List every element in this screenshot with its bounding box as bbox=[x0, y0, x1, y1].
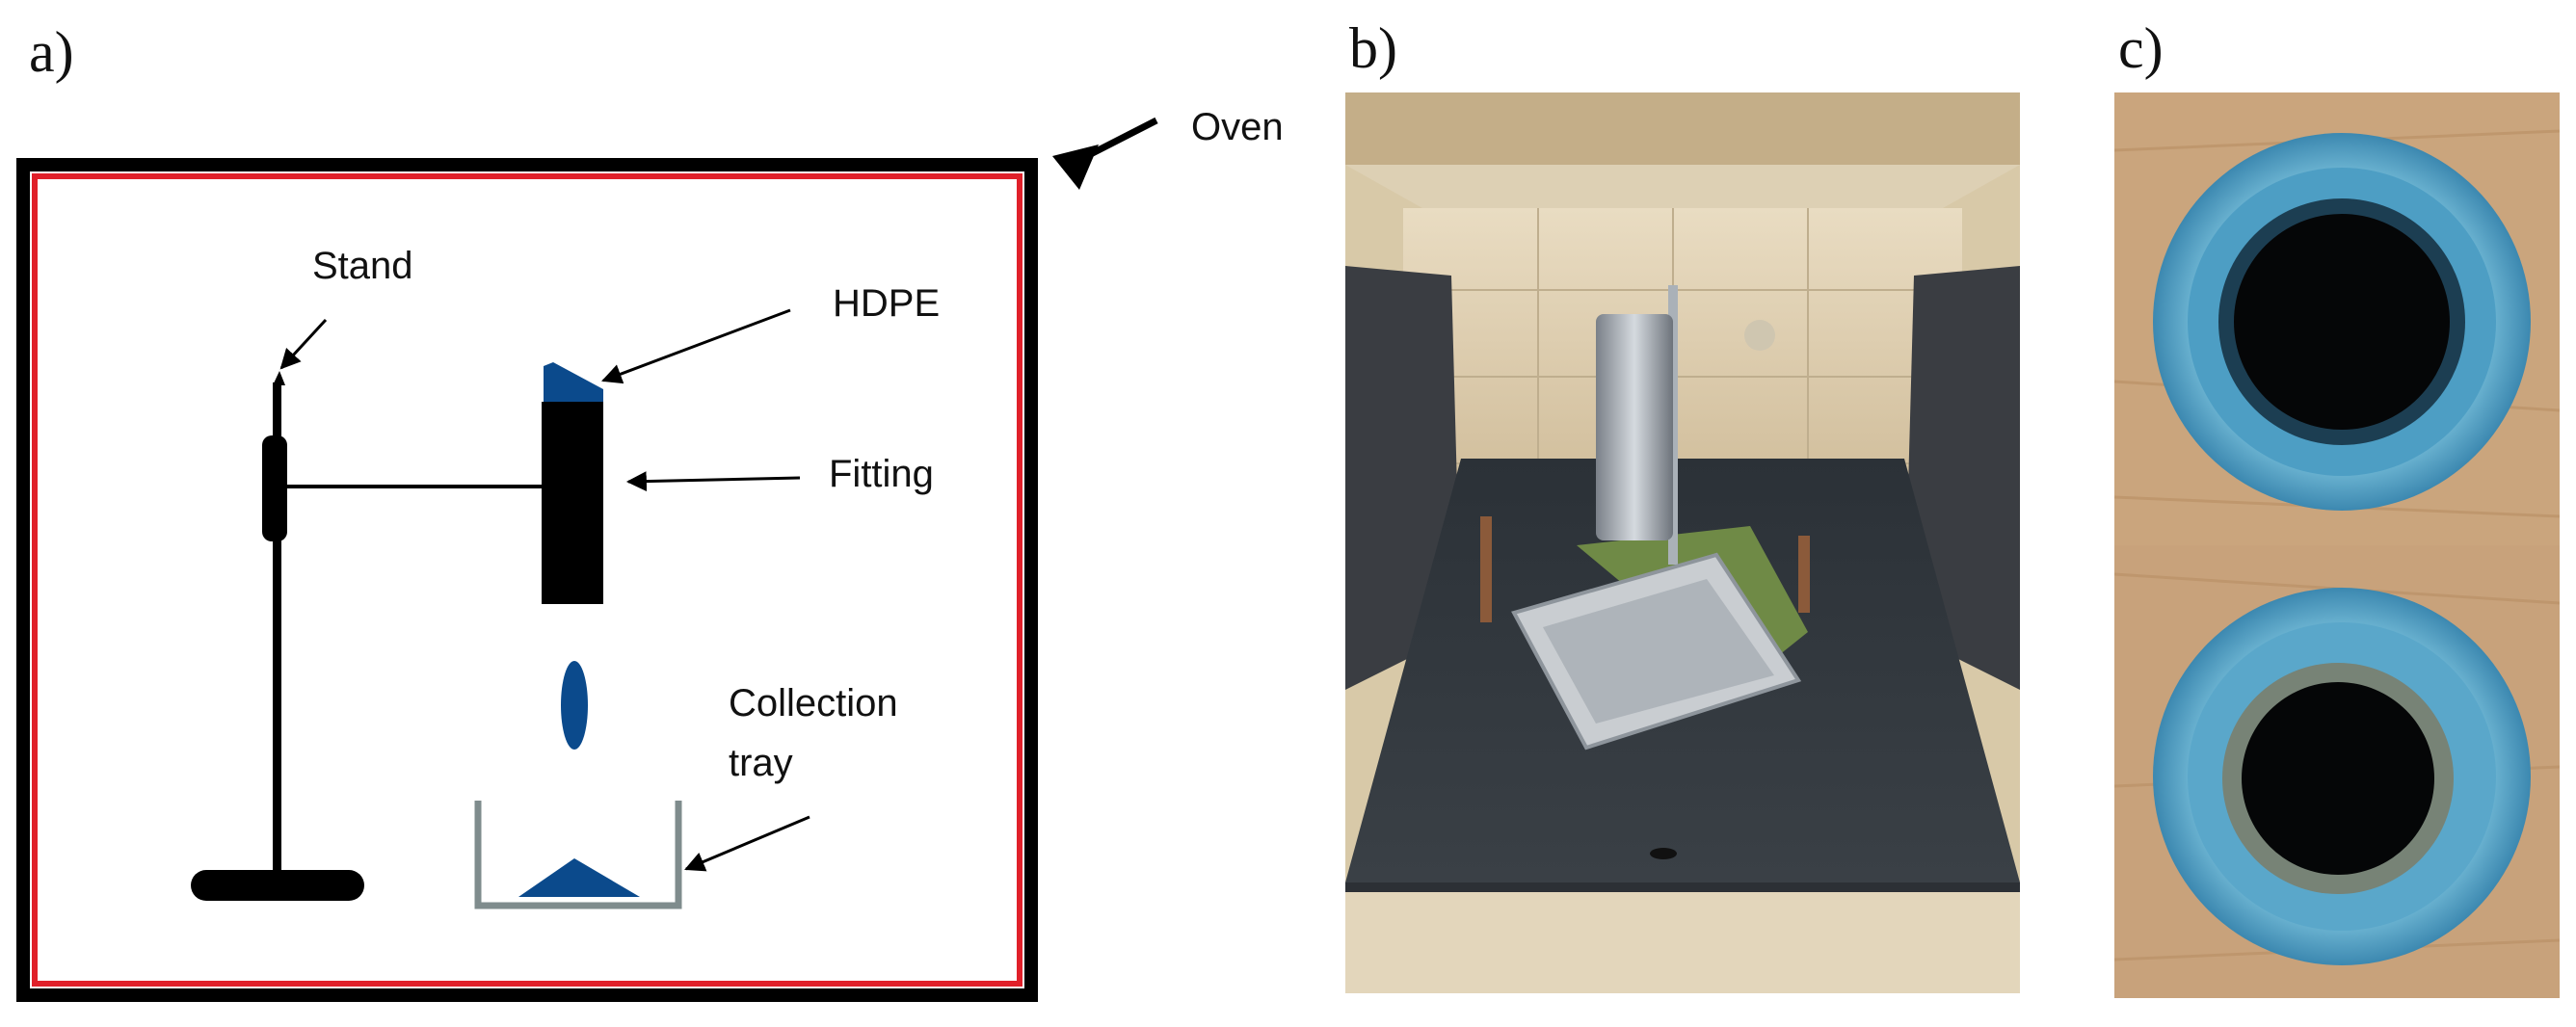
oven-inner-wall bbox=[32, 173, 1022, 987]
hdpe-cap bbox=[544, 362, 603, 402]
panel-label-b: b) bbox=[1349, 16, 1397, 80]
stand-base bbox=[191, 870, 364, 901]
stand-clamp bbox=[262, 435, 287, 541]
hdpe-drop bbox=[561, 661, 588, 750]
stand-label: Stand bbox=[312, 245, 413, 287]
collection-tray bbox=[474, 801, 682, 909]
tray-label-line2: tray bbox=[729, 742, 793, 784]
fitting-arrow bbox=[625, 471, 801, 492]
panel-label-a: a) bbox=[29, 20, 74, 84]
fitting-label: Fitting bbox=[829, 453, 934, 495]
hdpe-arrow bbox=[601, 308, 791, 384]
oven-label: Oven bbox=[1191, 106, 1284, 148]
stand-pole bbox=[273, 382, 281, 872]
hdpe-label: HDPE bbox=[833, 282, 941, 325]
photo-oven-setup bbox=[1345, 92, 2020, 993]
photo-fitting-before bbox=[2114, 92, 2560, 545]
panel-label-c: c) bbox=[2118, 16, 2164, 80]
oven-outer-wall bbox=[16, 158, 1038, 1002]
collected-hdpe bbox=[518, 858, 640, 897]
fitting-body bbox=[542, 402, 603, 604]
tray-label-line1: Collection bbox=[729, 682, 898, 724]
photo-fitting-after bbox=[2114, 545, 2560, 998]
stand-tip bbox=[273, 371, 285, 385]
oven-arrow-head bbox=[1052, 145, 1099, 190]
tray-arrow bbox=[684, 815, 810, 872]
stand-arrow bbox=[279, 318, 328, 370]
